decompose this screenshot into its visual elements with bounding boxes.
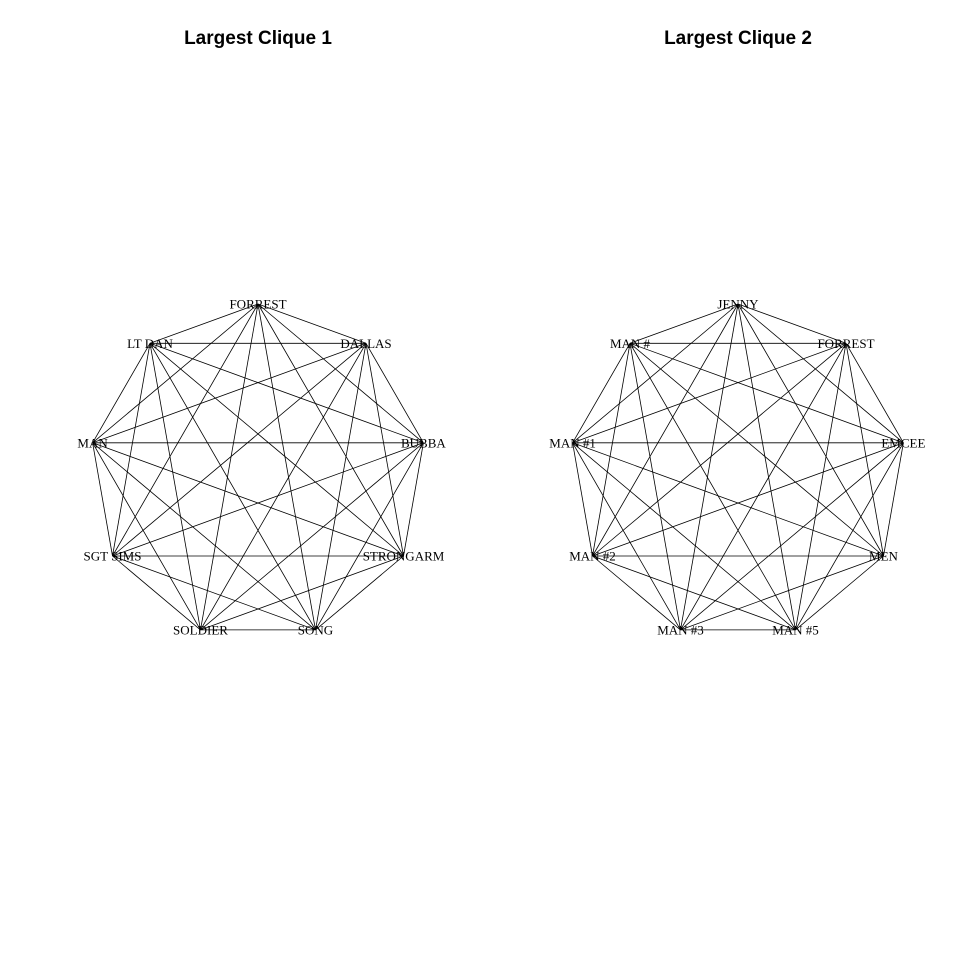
edge [572,303,739,444]
edge [200,555,404,631]
edge [315,555,404,631]
node-label: SGT SIMS [84,549,142,564]
edge [92,442,316,631]
edge [200,343,367,631]
edge [572,343,631,443]
edge [315,442,424,631]
edge [845,343,884,557]
edge [112,343,151,557]
edge [315,343,367,630]
edge [112,555,316,631]
edge [629,343,796,631]
edge [149,342,424,444]
edge [592,343,631,557]
node-label: MAN #3 [657,622,704,637]
edge [92,442,201,631]
edge [92,442,404,557]
edge [592,442,904,557]
node-label: SOLDIER [173,622,228,637]
edge [149,343,316,631]
edge [112,342,367,557]
node-label: JENNY [717,297,759,312]
edge [200,442,424,631]
node-label: MAN [77,435,108,450]
edge [680,442,904,631]
clique-graph-2: JENNY FORREST EMCEE MEN MAN #5 MAN #3 MAN #2 MA… [549,297,925,638]
edge [257,303,404,557]
edge [592,342,847,557]
edge [680,343,847,631]
edge [572,442,884,557]
edge [257,303,367,344]
node-label: LT DAN [127,336,173,351]
graph-title-clique-1: Largest Clique 1 [184,28,332,49]
node-label: MAN # [610,336,651,351]
edge [112,442,424,557]
graph-title-clique-2: Largest Clique 2 [664,28,812,49]
node-label: FORREST [817,336,874,351]
edge [795,343,847,630]
node-label: MAN #1 [549,435,596,450]
edge [845,343,904,443]
edge [680,555,884,631]
edge [737,303,796,630]
edge [572,342,847,444]
node-label: MAN #2 [569,549,616,564]
edge [629,342,904,444]
edge [680,303,739,630]
edge [737,303,904,444]
edge [365,343,424,443]
edge [92,303,259,444]
node-label: MEN [869,549,899,564]
edge [795,442,904,631]
node-label: MAN #5 [772,622,819,637]
edge [257,303,316,630]
node-label: DALLAS [340,336,391,351]
node-label: STRONGARM [363,549,445,564]
edge [629,343,681,630]
edge [795,555,884,631]
edge [92,442,113,557]
edge [257,303,424,444]
edge [572,442,593,557]
edge [592,555,681,631]
edge [572,442,681,631]
node-label: EMCEE [881,435,925,450]
edge [365,343,404,557]
edge [737,303,884,557]
edge [200,303,259,630]
edge [403,442,424,557]
edge [629,303,739,344]
edge [149,343,201,630]
edge [149,342,404,557]
node-label: SONG [298,622,333,637]
edge [92,342,367,444]
edge [92,343,151,443]
edge [572,442,796,631]
edge [112,303,259,557]
clique-graph-1: FORREST DALLAS BUBBA STRONGARM SONG SOLDIER SG… [77,297,446,638]
node-label: FORREST [229,297,286,312]
edge [149,303,259,344]
edge [592,303,739,557]
edge [883,442,904,557]
edge [592,555,796,631]
edge [112,555,201,631]
edge [737,303,847,344]
edge [629,342,884,557]
node-label: BUBBA [401,435,446,450]
